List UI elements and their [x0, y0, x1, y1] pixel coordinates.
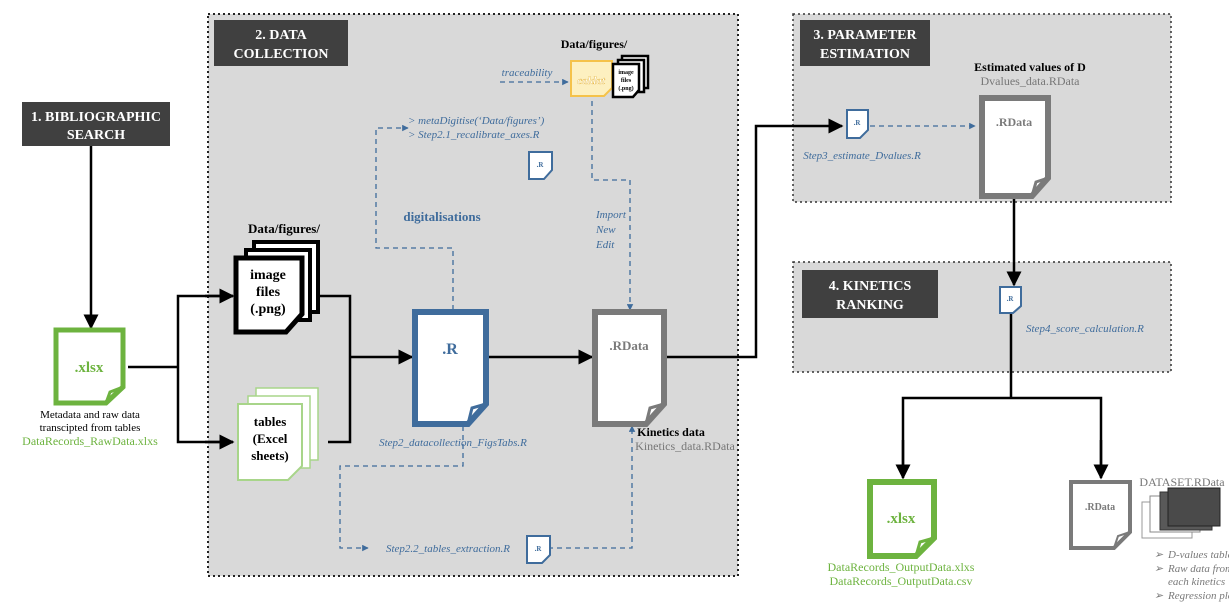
dataset-item-3: Regression plots — [1167, 590, 1229, 602]
dataset-item-bullet-1: ➢ — [1154, 549, 1164, 561]
section-3-title-line1: 3. PARAMETER — [813, 28, 917, 43]
kinetics-rdata-icon: .RData — [592, 309, 667, 427]
kinetics-rdata-icon-label: .RData — [609, 338, 649, 353]
connector-rdata-to-step3 — [666, 118, 844, 359]
section-4-title-line1: 4. KINETICS — [829, 279, 912, 294]
kinetics-data-title: Kinetics data — [637, 425, 705, 439]
figures-folder-label: Data/figures/ — [248, 221, 320, 236]
dataset-icon-label: .RData — [1085, 502, 1115, 513]
tables-extraction-r-icon: .R — [526, 535, 551, 564]
dashed-r-to-tables-script — [339, 426, 464, 552]
caldat-stack-line2: files — [621, 78, 632, 84]
caldat-file-icon: caldat — [570, 60, 613, 97]
step3-script-name: Step3_estimate_Dvalues.R — [803, 150, 921, 162]
section-4-header: 4. KINETICS RANKING — [802, 270, 938, 318]
digitise-command-line1: > metaDigitise(‘Data/figures’) — [408, 115, 545, 127]
r-main-script-name: Step2_datacollection_FigsTabs.R — [379, 437, 527, 449]
output-csv-filename: DataRecords_OutputData.csv — [830, 574, 973, 588]
output-xlsx-filename: DataRecords_OutputData.xlxs — [828, 560, 975, 574]
dataset-item-2b: each kinetics — [1168, 576, 1225, 588]
dashed-caldat-to-rdata — [591, 92, 634, 311]
image-stack-line1: image — [250, 268, 286, 283]
dvalues-icon-label: .RData — [996, 115, 1032, 129]
section-3-header: 3. PARAMETER ESTIMATION — [800, 20, 930, 66]
dataset-filename: DATASET.RData — [1139, 475, 1225, 489]
dashed-tables-script-to-rdata — [548, 425, 636, 549]
dvalues-filename: Dvalues_data.RData — [981, 74, 1081, 88]
tables-stack-icon: tables (Excel sheets) — [237, 387, 319, 481]
section-2-title-line1: 2. DATA — [255, 28, 307, 43]
dvalues-rdata-icon: .RData — [979, 95, 1051, 199]
section-3-title-line2: ESTIMATION — [820, 47, 910, 62]
section-4-title-line2: RANKING — [836, 298, 904, 313]
tables-stack-line2: (Excel — [253, 431, 288, 446]
image-stack-line2: files — [256, 285, 281, 300]
section-1-header: 1. BIBLIOGRAPHIC SEARCH — [22, 102, 170, 146]
caldat-action-import: Import — [595, 209, 627, 221]
step4-icon-label: .R — [1007, 295, 1015, 303]
caldat-label: caldat — [577, 75, 605, 87]
caldat-action-new: New — [595, 224, 616, 236]
tables-extraction-icon-label: .R — [535, 545, 543, 553]
tables-stack-line1: tables — [254, 414, 287, 429]
step4-script-name: Step4_score_calculation.R — [1026, 323, 1144, 335]
dataset-item-2: Raw data from — [1167, 563, 1229, 575]
traceability-label: traceability — [502, 67, 553, 79]
caldat-image-stack-icon: image files (.png) — [611, 54, 650, 99]
dataset-contents-list: ➢ D-values table ➢ Raw data from each ki… — [1154, 549, 1229, 602]
caldat-folder-label: Data/figures/ — [561, 37, 628, 51]
step4-r-script-icon: .R — [999, 286, 1022, 314]
output-xlsx-file-icon: .xlsx — [867, 479, 937, 559]
dashed-digitalisation-loop — [375, 124, 454, 310]
dataset-item-bullet-3: ➢ — [1154, 590, 1164, 602]
section-1-title-line2: SEARCH — [67, 128, 125, 143]
raw-xlsx-icon-label: .xlsx — [75, 360, 104, 376]
image-files-stack-icon: image files (.png) — [233, 240, 320, 335]
connector-merge-to-r — [320, 294, 412, 444]
dataset-rdata-icon: .RData — [1069, 480, 1132, 550]
digitise-command-line2: > Step2.1_recalibrate_axes.R — [408, 129, 540, 141]
raw-xlsx-caption-line1: Metadata and raw data — [40, 409, 140, 421]
dataset-item-bullet-2: ➢ — [1154, 563, 1164, 575]
step3-r-script-icon: .R — [846, 109, 869, 139]
dataset-sheet-stack-icon — [1141, 487, 1221, 539]
r-script-main-icon: .R — [412, 309, 489, 427]
dvalues-title: Estimated values of D — [974, 60, 1086, 74]
raw-xlsx-filename: DataRecords_RawData.xlxs — [22, 434, 158, 448]
r-main-icon-label: .R — [442, 341, 458, 358]
raw-xlsx-caption-line2: transcipted from tables — [40, 422, 141, 434]
section-2-title-line2: COLLECTION — [234, 47, 329, 62]
tables-extraction-script-name: Step2.2_tables_extraction.R — [386, 543, 510, 555]
recalibrate-r-script-icon: .R — [528, 151, 553, 180]
section-2-header: 2. DATA COLLECTION — [214, 20, 348, 66]
step3-icon-label: .R — [854, 119, 862, 127]
caldat-stack-line1: image — [618, 70, 634, 76]
section-1-title-line1: 1. BIBLIOGRAPHIC — [31, 110, 161, 125]
dataset-item-1: D-values table — [1167, 549, 1229, 561]
digitalisations-label: digitalisations — [403, 209, 480, 224]
tables-stack-line3: sheets) — [251, 448, 289, 463]
caldat-action-edit: Edit — [595, 239, 615, 251]
output-xlsx-icon-label: .xlsx — [887, 511, 916, 527]
kinetics-data-filename: Kinetics_data.RData — [635, 439, 735, 453]
raw-data-xlsx-file-icon: .xlsx — [53, 327, 126, 406]
recalibrate-icon-label: .R — [537, 161, 545, 169]
image-stack-line3: (.png) — [250, 302, 286, 317]
caldat-stack-line3: (.png) — [618, 85, 633, 92]
